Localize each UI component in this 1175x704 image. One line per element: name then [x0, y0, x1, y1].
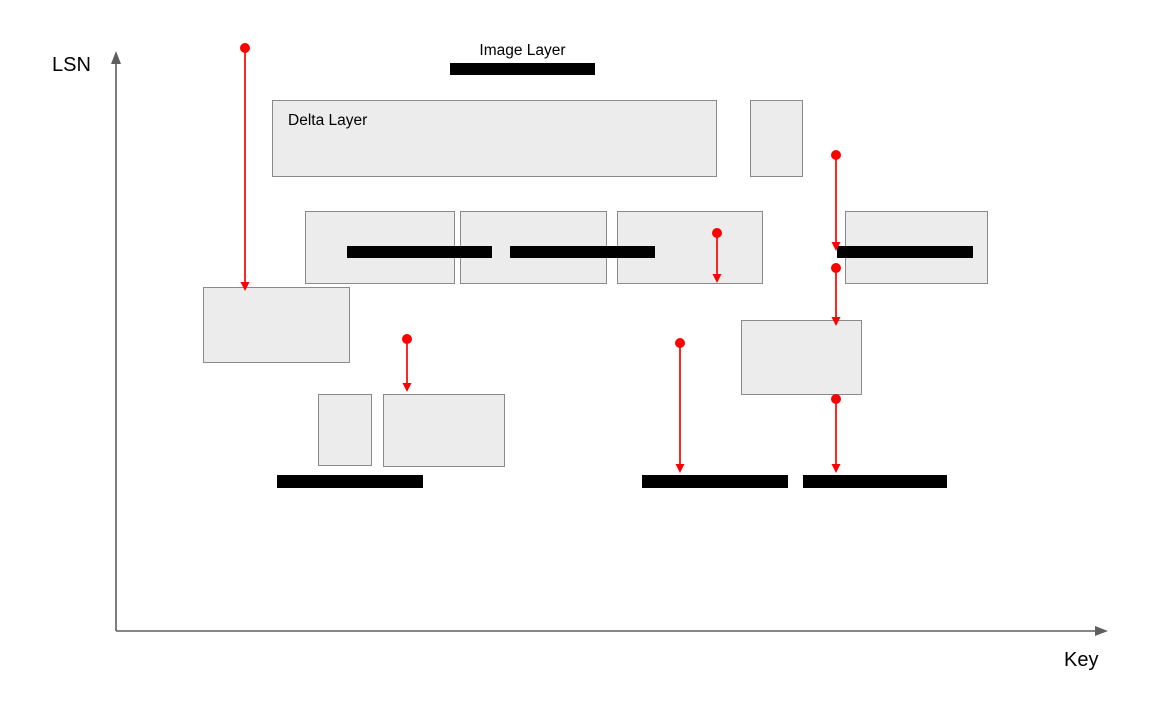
- image-layer-bar: [347, 246, 492, 258]
- delta-layer-rect: [318, 394, 372, 466]
- delta-layer-rect: [203, 287, 350, 363]
- image-layer-label: Image Layer: [479, 42, 566, 59]
- image-layer-bar: [803, 475, 947, 488]
- delta-layer-rect: [383, 394, 505, 467]
- image-layer-bar: [642, 475, 788, 488]
- image-layer-bar: [450, 63, 595, 75]
- image-layer-bar: [277, 475, 423, 488]
- delta-layer-label: Delta Layer: [288, 112, 368, 129]
- image-layer-bar: [510, 246, 655, 258]
- delta-layer-rect: [750, 100, 803, 177]
- delta-layer-rect: [272, 100, 717, 177]
- y-axis-label: LSN: [52, 54, 91, 76]
- image-layer-bar: [837, 246, 973, 258]
- delta-layer-rect: [741, 320, 862, 395]
- x-axis-label: Key: [1064, 649, 1099, 671]
